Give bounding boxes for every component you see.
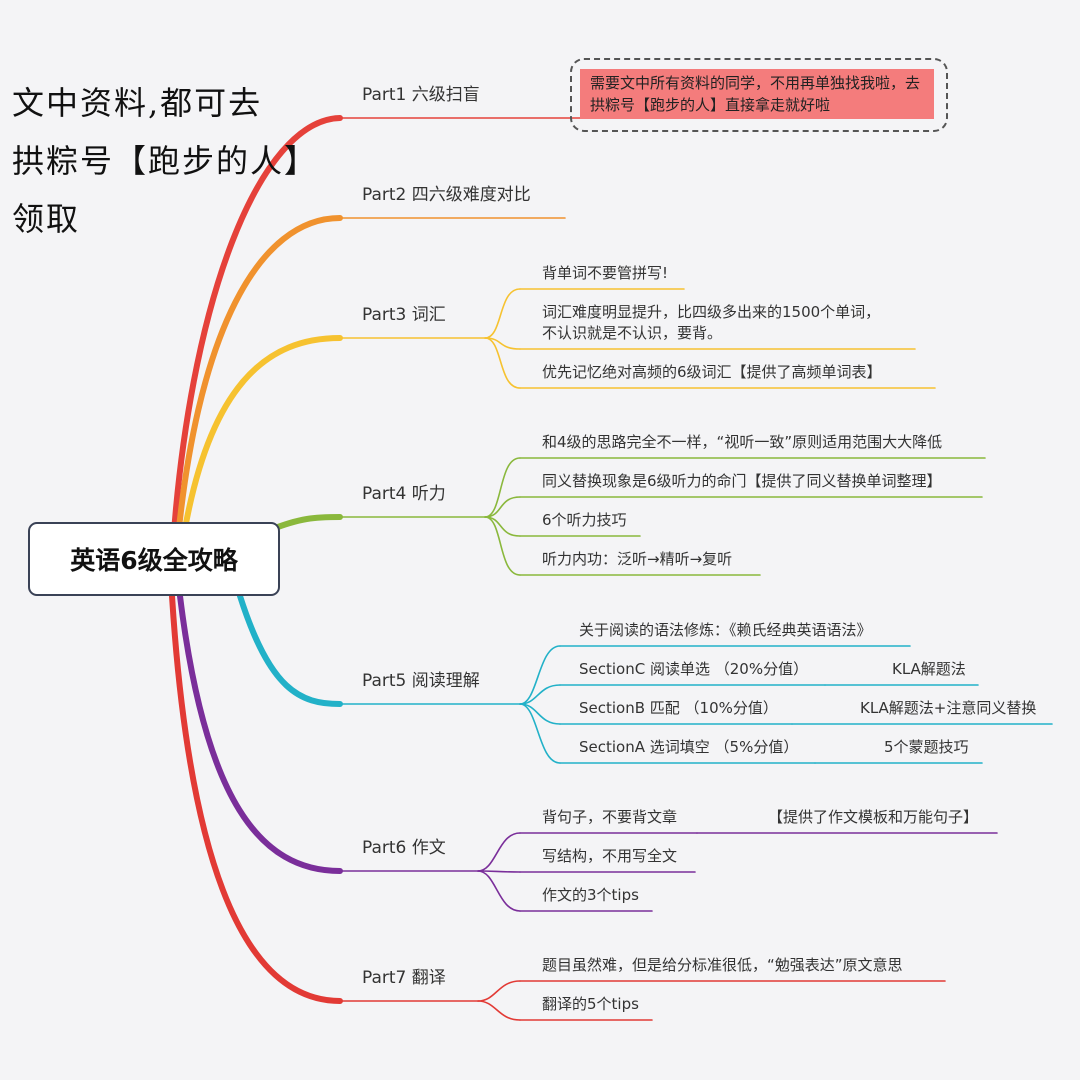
part5-branch-3 — [519, 703, 561, 764]
subtopic[interactable]: 同义替换现象是6级听力的命门【提供了同义替换单词整理】 — [542, 472, 942, 490]
subtopic[interactable]: 翻译的5个tips — [542, 995, 639, 1013]
branch-part6 — [177, 593, 343, 874]
part4-branch-0 — [484, 457, 521, 518]
part5-topic[interactable]: Part5 阅读理解 — [362, 671, 480, 691]
branch-part3 — [177, 335, 343, 563]
handwritten-note: 文中资料,都可去 拱粽号【跑步的人】 领取 — [12, 74, 319, 248]
part5-branch-0 — [519, 645, 561, 705]
sub-subtopic[interactable]: 【提供了作文模板和万能句子】 — [768, 808, 979, 826]
branch-part4 — [267, 514, 343, 533]
part6-branch-1 — [477, 870, 521, 873]
handwritten-line: 拱粽号【跑步的人】 — [12, 142, 319, 180]
part7-branch-1 — [477, 1000, 521, 1021]
branch-part1 — [169, 115, 343, 563]
part1-topic[interactable]: Part1 六级扫盲 — [362, 85, 480, 105]
branch-part2 — [173, 215, 343, 563]
branch-part5 — [237, 593, 343, 707]
subtopic[interactable]: 听力内功：泛听→精听→复听 — [542, 550, 733, 568]
part5-branch-1 — [519, 684, 561, 705]
subtopic[interactable]: 作文的3个tips — [542, 886, 639, 904]
subtopic[interactable]: SectionB 匹配 （10%分值） — [579, 699, 778, 717]
callout-frame — [570, 58, 948, 132]
part3-branch-0 — [484, 288, 521, 339]
callout-note: 需要文中所有资料的同学，不用再单独找我啦，去拱粽号【跑步的人】直接拿走就好啦 — [580, 69, 934, 119]
central-topic[interactable]: 英语6级全攻略 — [28, 522, 280, 596]
subtopic[interactable]: 写结构，不用写全文 — [542, 847, 678, 865]
subtopic[interactable]: 背句子，不要背文章 — [542, 808, 678, 826]
subtopic[interactable]: 优先记忆绝对高频的6级词汇【提供了高频单词表】 — [542, 363, 882, 381]
subtopic[interactable]: 关于阅读的语法修炼：《赖氏经典英语语法》 — [579, 621, 872, 639]
subtopic[interactable]: 6个听力技巧 — [542, 511, 627, 529]
part4-branch-1 — [484, 496, 521, 518]
part4-branch-3 — [484, 516, 521, 576]
part2-topic[interactable]: Part2 四六级难度对比 — [362, 185, 531, 205]
central-topic-label: 英语6级全攻略 — [70, 546, 238, 575]
subtopic[interactable]: 词汇难度明显提升，比四级多出来的1500个单词， — [542, 303, 881, 321]
subtopic[interactable]: 和4级的思路完全不一样，“视听一致”原则适用范围大大降低 — [542, 433, 943, 451]
sub-subtopic[interactable]: KLA解题法 — [892, 660, 966, 678]
part7-branch-0 — [477, 980, 521, 1002]
subtopic[interactable]: 题目虽然难，但是给分标准很低，“勉强表达”原文意思 — [542, 956, 903, 974]
handwritten-line: 领取 — [12, 200, 81, 238]
branch-part7 — [169, 593, 343, 1004]
sub-subtopic[interactable]: 5个蒙题技巧 — [884, 738, 969, 756]
subtopic-continued[interactable]: 不认识就是不认识，要背。 — [542, 324, 723, 342]
part4-topic[interactable]: Part4 听力 — [362, 484, 446, 504]
part7-topic[interactable]: Part7 翻译 — [362, 968, 446, 988]
subtopic[interactable]: 背单词不要管拼写! — [542, 264, 669, 282]
handwritten-line: 文中资料,都可去 — [12, 84, 263, 122]
part6-branch-0 — [477, 832, 521, 872]
part3-topic[interactable]: Part3 词汇 — [362, 305, 446, 325]
subtopic[interactable]: SectionA 选词填空 （5%分值） — [579, 738, 799, 756]
part6-branch-2 — [477, 870, 521, 912]
part3-branch-2 — [484, 337, 521, 389]
subtopic[interactable]: SectionC 阅读单选 （20%分值） — [579, 660, 809, 678]
sub-subtopic[interactable]: KLA解题法+注意同义替换 — [860, 699, 1037, 717]
part6-topic[interactable]: Part6 作文 — [362, 838, 446, 858]
